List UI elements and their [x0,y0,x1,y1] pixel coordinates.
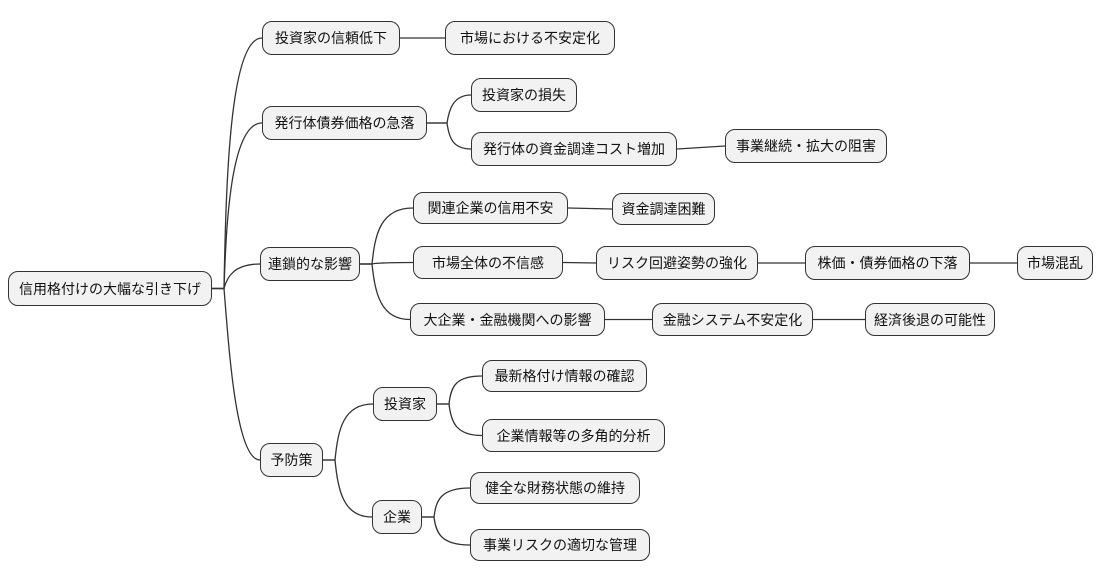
node-business-risk-management[interactable]: 事業リスクの適切な管理 [470,529,650,561]
edge-root-prevention-measures [212,287,261,461]
node-business-continuity-hindrance[interactable]: 事業継続・拡大の阻害 [725,129,887,163]
node-funding-difficulty[interactable]: 資金調達困難 [612,193,715,225]
node-investor-trust-decline[interactable]: 投資家の信頼低下 [262,21,400,55]
edge-investors-latest-rating-info-check [437,375,483,405]
node-investor-losses[interactable]: 投資家の損失 [471,78,577,112]
edge-issuer-bond-price-crash-investor-losses [427,94,472,124]
node-market-destabilization[interactable]: 市場における不安定化 [445,21,615,55]
edge-root-investor-trust-decline [212,37,263,290]
node-marketwide-distrust[interactable]: 市場全体の不信感 [413,246,563,279]
edge-issuer-bond-price-crash-issuer-funding-cost-increase [427,122,472,150]
edge-prevention-measures-companies [323,459,373,518]
edge-investors-multifaceted-analysis [437,403,483,437]
edge-companies-sound-financial-condition [422,487,471,518]
edge-related-company-credit-anxiety-funding-difficulty [567,207,613,210]
edge-marketwide-distrust-risk-aversion-strengthening [562,261,597,264]
edge-root-issuer-bond-price-crash [212,122,263,290]
node-investors[interactable]: 投資家 [373,387,437,421]
edge-root-chain-effects [212,263,261,290]
node-recession-possibility[interactable]: 経済後退の可能性 [865,303,995,336]
node-large-corp-financial-impact[interactable]: 大企業・金融機関への影響 [410,303,605,336]
node-prevention-measures[interactable]: 予防策 [260,443,323,477]
edge-prevention-measures-investors [323,403,374,461]
node-related-company-credit-anxiety[interactable]: 関連企業の信用不安 [413,192,568,224]
edge-chain-effects-related-company-credit-anxiety [360,207,414,265]
node-chain-effects[interactable]: 連鎖的な影響 [260,247,360,281]
node-sound-financial-condition[interactable]: 健全な財務状態の維持 [470,472,640,504]
node-companies[interactable]: 企業 [372,500,422,534]
edge-issuer-funding-cost-increase-business-continuity-hindrance [676,145,726,150]
edge-companies-business-risk-management [422,516,471,546]
node-market-turmoil[interactable]: 市場混乱 [1017,246,1093,280]
node-risk-aversion-strengthening[interactable]: リスク回避姿勢の強化 [596,246,758,280]
node-multifaceted-analysis[interactable]: 企業情報等の多角的分析 [482,419,665,452]
node-root[interactable]: 信用格付けの大幅な引き下げ [8,271,212,306]
node-latest-rating-info-check[interactable]: 最新格付け情報の確認 [482,360,647,392]
edge-chain-effects-large-corp-financial-impact [360,263,411,321]
node-stock-bond-price-decline[interactable]: 株価・債券価格の下落 [805,246,970,280]
node-issuer-funding-cost-increase[interactable]: 発行体の資金調達コスト増加 [471,132,677,166]
node-issuer-bond-price-crash[interactable]: 発行体債券価格の急落 [262,106,427,140]
node-financial-system-instability[interactable]: 金融システム不安定化 [652,303,813,336]
